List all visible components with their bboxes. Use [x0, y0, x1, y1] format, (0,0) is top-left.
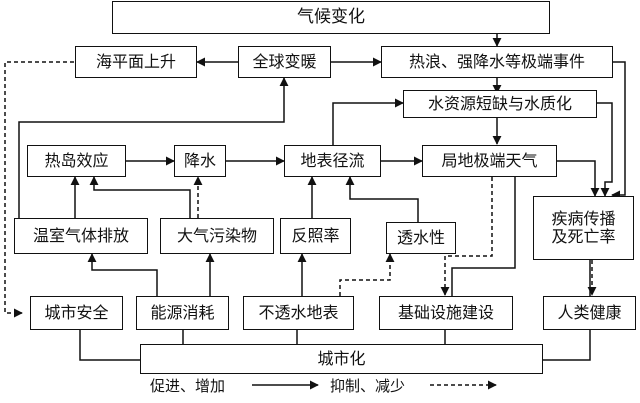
legend-promote-label: 促进、增加 [150, 377, 226, 395]
edge-urbanization-right [543, 330, 591, 361]
edge-runoff-to-infra-solid [451, 177, 516, 296]
legend-inhibit-label: 抑制、减少 [330, 377, 406, 395]
node-energy-consumption: 能源消耗 [136, 296, 229, 330]
node-water-shortage: 水资源短缺与水质化 [403, 90, 597, 118]
node-albedo: 反照率 [280, 218, 351, 254]
edge-sealevel-to-safety [4, 61, 74, 318]
node-heat-island: 热岛效应 [27, 145, 126, 177]
edge-air-to-heat [89, 176, 191, 218]
edge-perm-to-runoff [345, 176, 419, 222]
node-infrastructure: 基础设施建设 [379, 296, 513, 330]
node-surface-runoff: 地表径流 [284, 145, 381, 177]
edge-water-to-disease [597, 102, 613, 197]
edge-impervious-to-perm [339, 253, 395, 296]
edge-urbanization-left [79, 330, 140, 361]
node-human-health: 人类健康 [543, 296, 636, 330]
node-urbanization: 城市化 [140, 344, 543, 374]
node-impervious-surface: 不透水地表 [243, 296, 354, 330]
edge-extreme-to-disease [611, 61, 626, 200]
edge-runoff-to-water [332, 98, 404, 145]
node-disease: 疾病传播 及死亡率 [533, 196, 634, 260]
node-air-pollutants: 大气污染物 [160, 218, 274, 254]
node-sea-level-rise: 海平面上升 [75, 46, 197, 78]
edge-ghg-to-warming [18, 77, 289, 218]
node-climate-change: 气候变化 [112, 1, 550, 34]
edge-local-to-disease [557, 160, 600, 197]
node-urban-safety: 城市安全 [30, 296, 123, 330]
edge-energy-to-ghg [87, 253, 158, 296]
node-local-extreme-weather: 局地极端天气 [422, 145, 557, 177]
node-global-warming: 全球变暖 [238, 46, 331, 78]
node-permeability: 透水性 [386, 222, 456, 254]
node-greenhouse-emission: 温室气体排放 [14, 218, 148, 254]
node-precipitation: 降水 [174, 145, 226, 177]
node-extreme-events: 热浪、强降水等极端事件 [381, 46, 613, 78]
